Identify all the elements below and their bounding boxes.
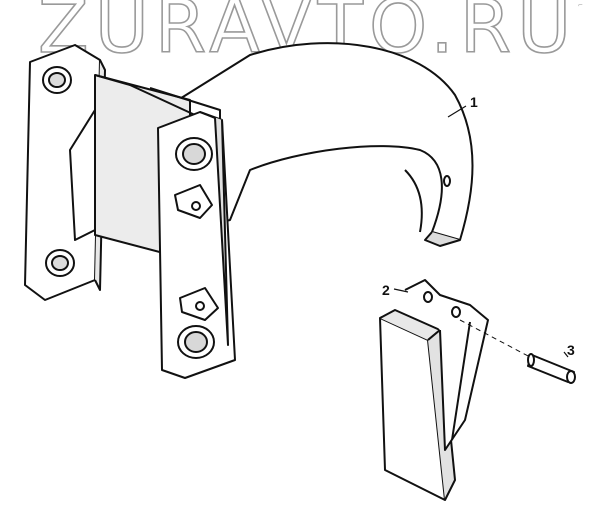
- callout-1: 1: [470, 94, 478, 110]
- leader-line-3: [563, 351, 569, 358]
- callout-3: 3: [567, 342, 575, 358]
- ripper-shank: [169, 42, 474, 247]
- front-mounting-plate: [157, 111, 236, 379]
- ripper-tip: [379, 279, 489, 501]
- leader-line-2: [393, 288, 409, 293]
- pin: [527, 353, 576, 384]
- corner-mark: ⌐: [578, 2, 584, 9]
- leader-line-1: [447, 105, 467, 118]
- callout-2: 2: [382, 282, 390, 298]
- pin-axis-line: [459, 319, 531, 358]
